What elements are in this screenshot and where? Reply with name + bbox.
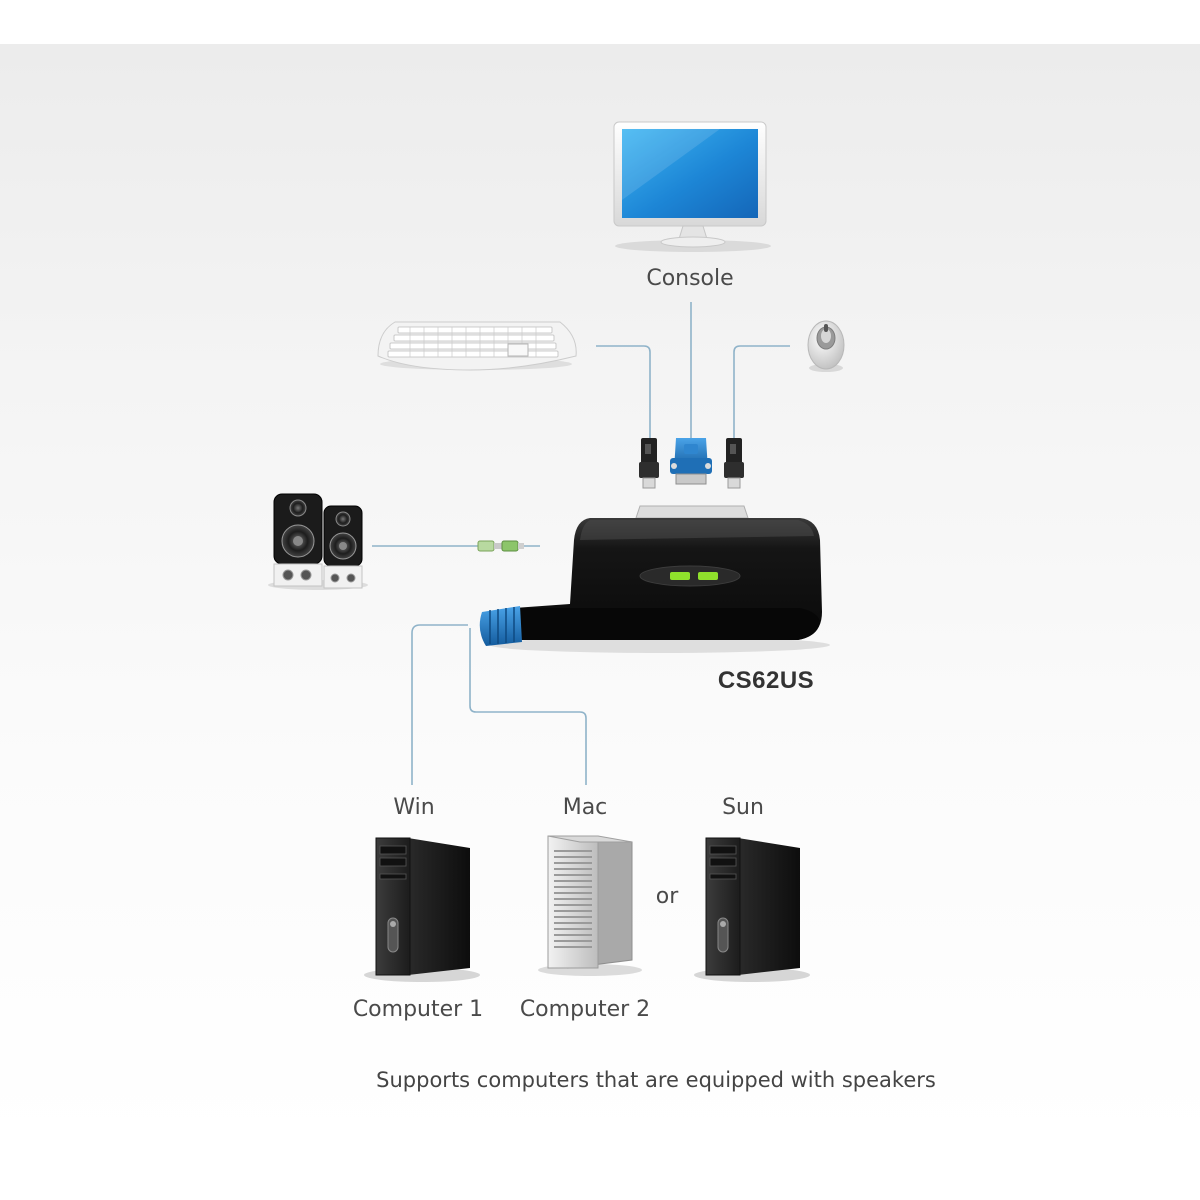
caption-text: Supports computers that are equipped wit… xyxy=(376,1068,936,1092)
vga-connector-icon xyxy=(670,438,712,485)
usb-connector-icon-2 xyxy=(724,438,744,489)
cable-lines xyxy=(372,302,790,785)
computer2-label: Computer 2 xyxy=(519,997,651,1022)
keyboard-icon xyxy=(377,321,577,371)
os-label-sun: Sun xyxy=(722,795,764,820)
keyboard-cable xyxy=(596,345,651,440)
computer1-cable xyxy=(411,624,468,785)
speakers-icon xyxy=(268,493,368,590)
tower-pc-icon xyxy=(364,837,480,982)
mouse-icon xyxy=(807,320,845,372)
computer1-label: Computer 1 xyxy=(352,997,484,1022)
os-label-win: Win xyxy=(393,795,435,820)
computer2-cable xyxy=(469,628,587,785)
audio-jack-icon xyxy=(477,540,524,552)
mouse-cable xyxy=(733,345,790,440)
model-label: CS62US xyxy=(717,667,815,694)
tower-pc-icon-sun xyxy=(694,837,810,982)
or-label: or xyxy=(655,884,679,909)
usb-connector-icon xyxy=(639,438,659,489)
mac-pro-icon xyxy=(538,835,642,976)
kvm-switch-icon xyxy=(479,505,830,653)
monitor-icon xyxy=(613,121,771,252)
os-label-mac: Mac xyxy=(562,795,608,820)
console-label: Console xyxy=(646,266,734,291)
